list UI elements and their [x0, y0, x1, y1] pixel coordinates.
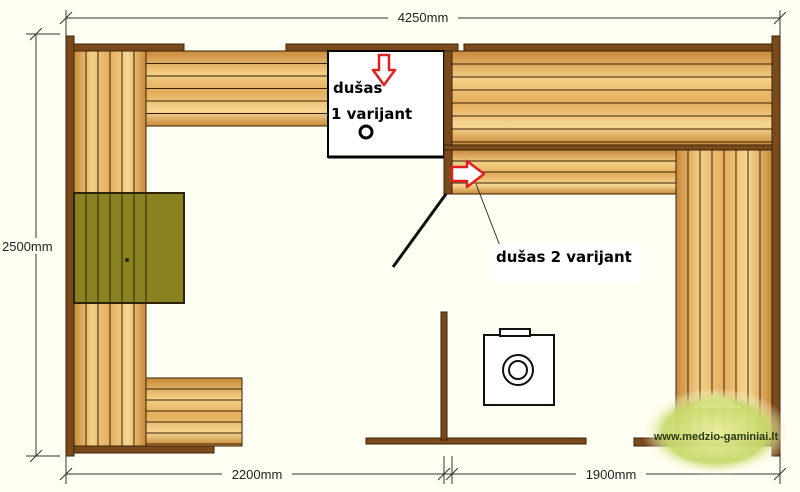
dim-bottom-right: 1900mm: [586, 467, 637, 482]
shower-2-pointer: [475, 183, 501, 247]
sauna-stove-icon: [483, 328, 555, 406]
arrow-right-icon: [450, 159, 486, 189]
dimension-top: 4250mm: [388, 9, 458, 25]
watermark-text: www.medzio-gaminiai.lt: [653, 431, 779, 443]
door-swing: [391, 193, 448, 268]
bench-left-top: [145, 50, 329, 127]
bench-slat-box: [73, 192, 185, 304]
dim-total-width: 4250mm: [398, 10, 449, 25]
shower-1-area: dušas 1 varijant: [327, 50, 445, 159]
watermark-logo: www.medzio-gaminiai.lt: [642, 388, 790, 476]
dimension-bottom: 2200mm 1900mm: [222, 466, 646, 482]
bench-right-lower: [451, 149, 683, 195]
bench-right-top: [451, 50, 773, 146]
arrow-down-icon: [371, 53, 397, 87]
bench-left-bottom: [145, 377, 243, 447]
shower-1-label-line2: 1 varijant: [331, 105, 412, 123]
shower-1-label-line1: dušas: [333, 79, 382, 97]
shower-1-drain-icon: [358, 124, 374, 140]
dim-total-height: 2500mm: [2, 239, 53, 254]
shower-2-label: dušas 2 varijant: [492, 244, 642, 282]
shower-2-label-text: dušas 2 varijant: [496, 248, 632, 266]
dim-bottom-left: 2200mm: [232, 467, 283, 482]
dimension-left: 2500mm: [0, 238, 53, 254]
interior-walls: [440, 50, 773, 441]
